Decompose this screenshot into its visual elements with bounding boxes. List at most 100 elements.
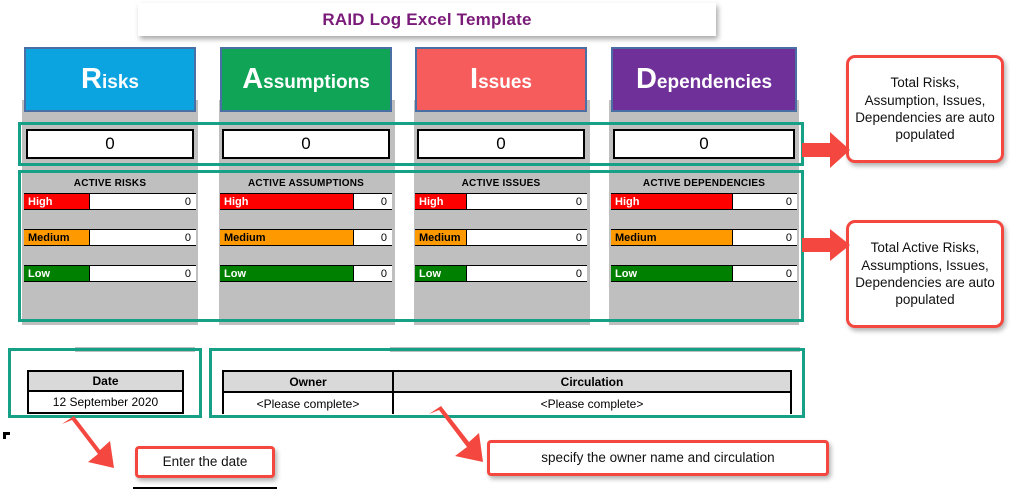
active-row-issues-medium[interactable]: Medium 0: [415, 229, 587, 246]
category-rest-risks: isks: [101, 72, 139, 93]
severity-value-high: 0: [467, 194, 587, 209]
active-panel-heading-assumptions: ACTIVE ASSUMPTIONS: [247, 177, 365, 189]
severity-value-medium: 0: [354, 230, 392, 245]
active-row-risks-low[interactable]: Low 0: [24, 265, 196, 282]
category-card-issues[interactable]: Issues: [415, 47, 587, 112]
severity-label-low: Low: [220, 266, 354, 281]
severity-text: Low: [615, 267, 637, 280]
page-title-bar: RAID Log Excel Template: [138, 3, 716, 36]
total-dependencies-value[interactable]: 0: [613, 129, 795, 159]
severity-count: 0: [785, 195, 792, 208]
corner-tick-mark: [3, 432, 10, 439]
callout-owner-text: specify the owner name and circulation: [541, 450, 775, 466]
owner-value[interactable]: <Please complete>: [224, 393, 394, 414]
active-row-dependencies-high[interactable]: High 0: [611, 193, 797, 210]
active-row-assumptions-medium[interactable]: Medium 0: [220, 229, 392, 246]
severity-text: High: [419, 195, 444, 208]
severity-count: 0: [184, 267, 191, 280]
callout-owner: specify the owner name and circulation: [487, 440, 829, 476]
category-card-assumptions[interactable]: Assumptions: [220, 47, 392, 112]
severity-value-high: 0: [90, 194, 196, 209]
highlight-active-section: [18, 170, 804, 322]
active-row-risks-high[interactable]: High 0: [24, 193, 196, 210]
active-row-assumptions-low[interactable]: Low 0: [220, 265, 392, 282]
severity-label-high: High: [611, 194, 733, 209]
severity-value-low: 0: [467, 266, 587, 281]
highlight-owner-block: [209, 348, 805, 418]
total-issues-text: 0: [496, 134, 506, 153]
arrow-down-to-owner-callout: [429, 406, 483, 462]
page-title: RAID Log Excel Template: [322, 9, 532, 29]
severity-text: Medium: [28, 231, 70, 244]
severity-text: Medium: [224, 231, 266, 244]
severity-label-medium: Medium: [415, 230, 467, 245]
severity-text: High: [224, 195, 249, 208]
active-panel-assumptions: ACTIVE ASSUMPTIONS High 0 Medium 0 Low 0: [220, 175, 392, 320]
date-table: Date 12 September 2020: [27, 370, 184, 414]
highlight-totals-row: [18, 122, 804, 166]
severity-text: Low: [224, 267, 246, 280]
callout-active: Total Active Risks, Assumptions, Issues,…: [846, 220, 1004, 328]
severity-count: 0: [184, 231, 191, 244]
total-assumptions-value[interactable]: 0: [222, 129, 390, 159]
severity-text: Low: [28, 267, 50, 280]
total-risks-value[interactable]: 0: [26, 129, 194, 159]
severity-text: Medium: [615, 231, 657, 244]
severity-count: 0: [785, 267, 792, 280]
active-panel-risks: ACTIVE RISKS High 0 Medium 0 Low 0: [24, 175, 196, 320]
severity-value-high: 0: [733, 194, 797, 209]
severity-count: 0: [380, 195, 387, 208]
category-card-dependencies[interactable]: Dependencies: [611, 47, 797, 112]
active-panel-dependencies: ACTIVE DEPENDENCIES High 0 Medium 0 Low …: [611, 175, 797, 320]
highlight-date-block: [8, 348, 202, 418]
severity-count: 0: [380, 267, 387, 280]
active-row-assumptions-high[interactable]: High 0: [220, 193, 392, 210]
total-assumptions-text: 0: [301, 134, 311, 153]
circulation-value[interactable]: <Please complete>: [394, 393, 790, 414]
date-table-value[interactable]: 12 September 2020: [52, 395, 159, 410]
severity-value-low: 0: [90, 266, 196, 281]
active-row-issues-high[interactable]: High 0: [415, 193, 587, 210]
severity-count: 0: [380, 231, 387, 244]
severity-label-low: Low: [24, 266, 90, 281]
date-table-header: Date: [29, 372, 182, 393]
category-label-risks: Risks: [81, 65, 139, 94]
active-row-risks-medium[interactable]: Medium 0: [24, 229, 196, 246]
category-rest-assumptions: ssumptions: [263, 72, 370, 93]
callout-date: Enter the date: [135, 446, 275, 478]
severity-text: High: [28, 195, 53, 208]
severity-label-medium: Medium: [24, 230, 90, 245]
severity-label-low: Low: [611, 266, 733, 281]
severity-text: Low: [419, 267, 441, 280]
active-row-dependencies-low[interactable]: Low 0: [611, 265, 797, 282]
active-panel-heading-risks: ACTIVE RISKS: [73, 177, 147, 189]
severity-count: 0: [575, 195, 582, 208]
underline-below-date-callout: [133, 487, 277, 489]
total-risks-text: 0: [105, 134, 115, 153]
category-rest-issues: ssues: [478, 72, 532, 93]
arrow-right-to-active-callout: [802, 229, 850, 261]
severity-text: Medium: [419, 231, 461, 244]
severity-count: 0: [785, 231, 792, 244]
severity-label-high: High: [24, 194, 90, 209]
category-label-assumptions: Assumptions: [242, 65, 370, 94]
owner-circulation-header-row: Owner Circulation: [224, 372, 790, 393]
category-label-dependencies: Dependencies: [636, 65, 772, 94]
active-row-dependencies-medium[interactable]: Medium 0: [611, 229, 797, 246]
owner-circulation-value-row: <Please complete> <Please complete>: [224, 393, 790, 414]
callout-active-text: Total Active Risks, Assumptions, Issues,…: [855, 240, 995, 308]
callout-date-text: Enter the date: [162, 454, 248, 470]
active-panel-issues: ACTIVE ISSUES High 0 Medium 0 Low 0: [415, 175, 587, 320]
severity-count: 0: [575, 231, 582, 244]
category-card-risks[interactable]: Risks: [24, 47, 196, 112]
category-rest-dependencies: ependencies: [656, 72, 773, 93]
severity-label-high: High: [220, 194, 354, 209]
active-row-issues-low[interactable]: Low 0: [415, 265, 587, 282]
category-initial-assumptions: A: [242, 63, 264, 95]
total-issues-value[interactable]: 0: [417, 129, 585, 159]
active-panel-heading-dependencies: ACTIVE DEPENDENCIES: [642, 177, 766, 189]
severity-count: 0: [184, 195, 191, 208]
owner-column-header: Owner: [224, 372, 394, 393]
category-initial-risks: R: [81, 63, 102, 95]
